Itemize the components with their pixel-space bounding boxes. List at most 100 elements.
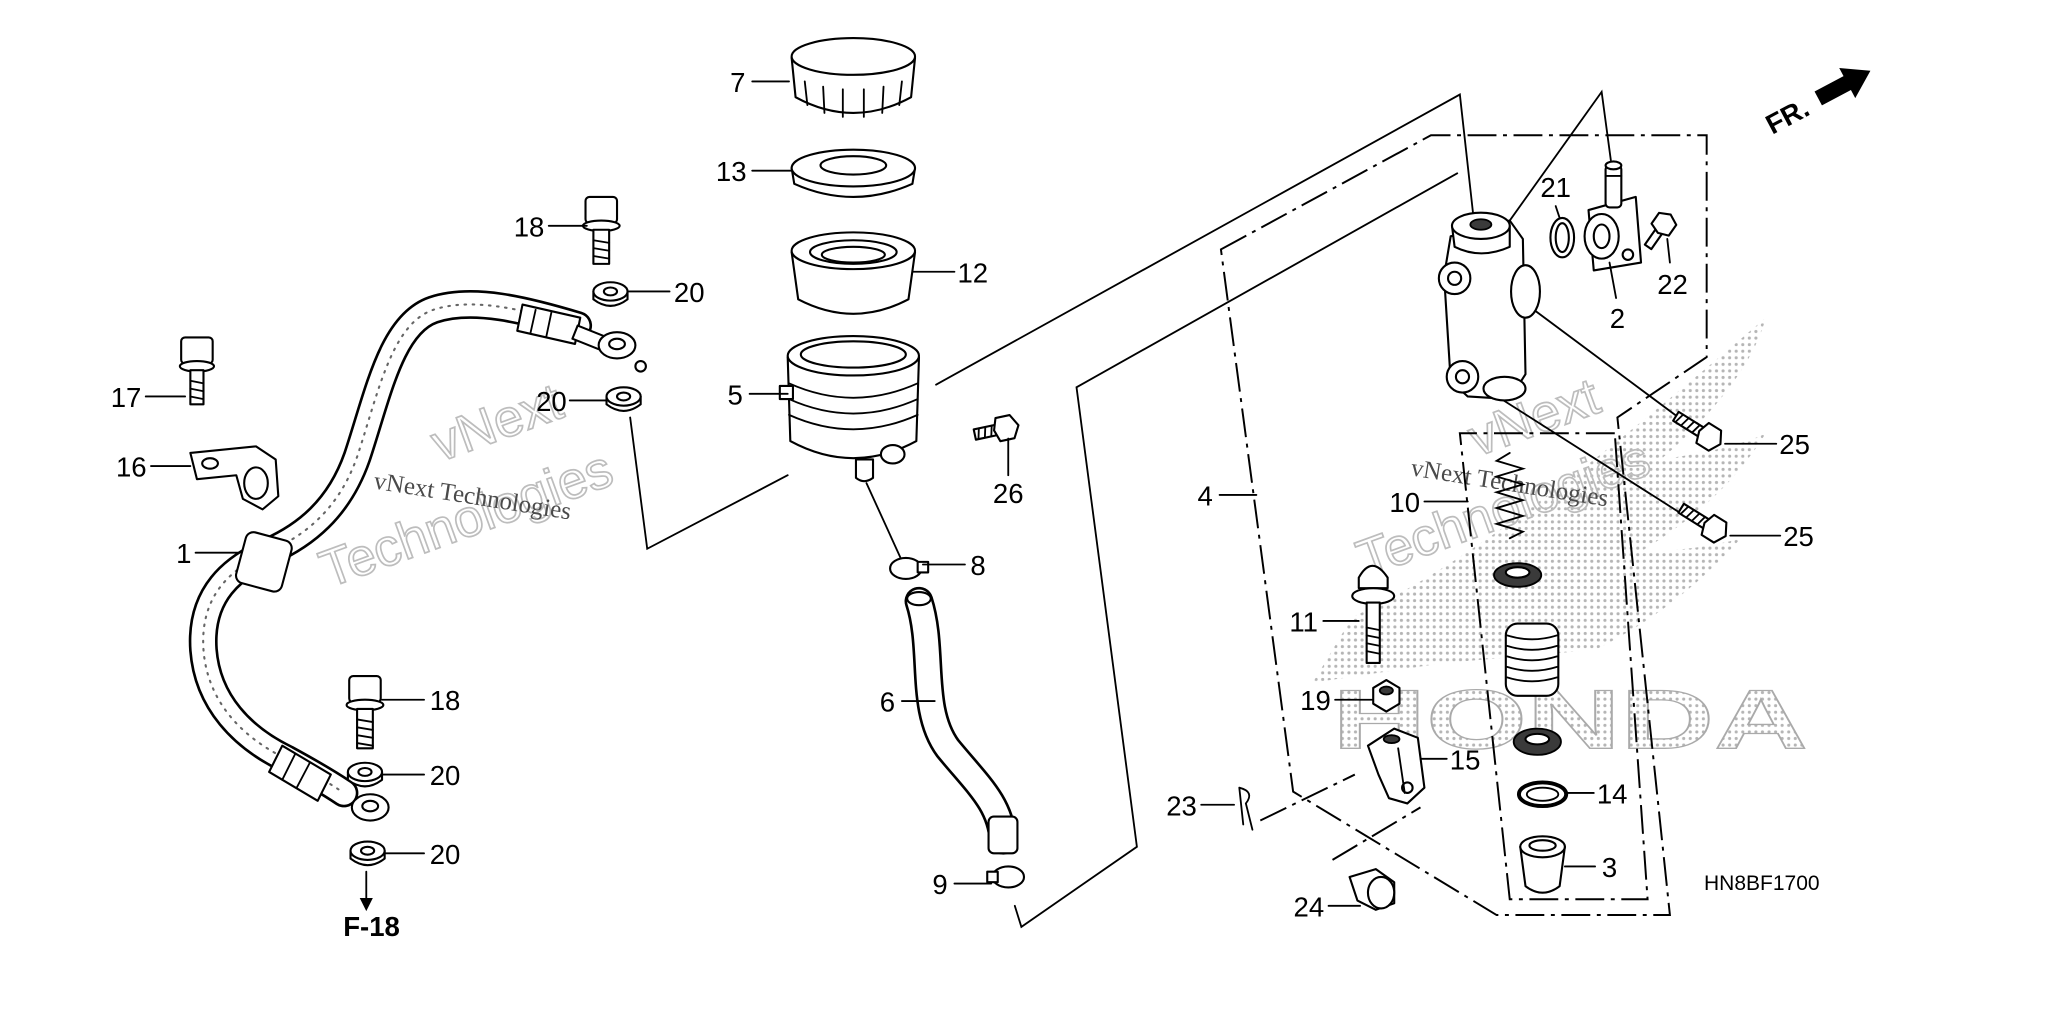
leader-line — [1666, 238, 1671, 264]
hose-fitting-lower — [268, 744, 332, 802]
spring-coil — [1493, 452, 1527, 540]
rod-shaft — [1365, 601, 1381, 665]
boot-body — [1519, 845, 1566, 894]
fitting-bolt-hole — [1621, 248, 1635, 261]
diagram-code: HN8BF1700 — [1704, 872, 1820, 895]
cotter-pin — [1238, 786, 1254, 831]
callout-9: 9 — [932, 869, 947, 900]
callout-14: 14 — [1597, 778, 1628, 809]
reservoir-cap — [790, 37, 917, 118]
clevis-pin — [1348, 868, 1396, 911]
cylinder-bore — [1482, 375, 1527, 402]
piston — [1504, 622, 1560, 697]
nut-hole — [1378, 685, 1394, 696]
master-cylinder — [1437, 211, 1541, 402]
clevis-group-line — [1332, 806, 1421, 861]
bolt-head — [584, 195, 619, 225]
clevis-group-line — [1259, 773, 1356, 822]
callout-18: 18 — [514, 211, 545, 242]
assembly-line — [935, 93, 1474, 386]
reservoir-mount-lug — [879, 443, 906, 465]
reservoir-bolt — [972, 414, 1020, 443]
dust-boot — [1519, 835, 1566, 894]
bolt-threads — [1674, 413, 1701, 434]
reference-arrow — [359, 870, 373, 912]
fitting-ridge — [281, 752, 297, 781]
bolt-threads — [1679, 505, 1706, 526]
front-label: FR. — [1760, 92, 1814, 140]
callout-12: 12 — [957, 257, 988, 288]
reservoir-hose — [904, 586, 1019, 855]
callout-18: 18 — [430, 685, 461, 716]
callout-22: 22 — [1657, 269, 1688, 300]
callout-1: 1 — [176, 538, 191, 569]
leader-line — [1554, 205, 1561, 219]
callout-20: 20 — [536, 386, 567, 417]
bolt-head — [348, 675, 382, 704]
o-ring — [1549, 216, 1576, 259]
cap-ridges — [803, 80, 903, 118]
reference-label: F-18 — [343, 911, 400, 942]
banjo-bolt-upper — [581, 195, 621, 265]
side-boss — [1510, 264, 1541, 319]
callout-16: 16 — [116, 452, 147, 483]
lock-nut — [1372, 678, 1401, 713]
clip-tab — [986, 870, 999, 884]
bolt-head — [1650, 211, 1678, 237]
front-direction: FR. — [1760, 67, 1871, 140]
banjo-bolt-lower — [345, 675, 385, 750]
bolt-head — [1695, 421, 1723, 452]
clamp-hole — [201, 457, 219, 470]
diaphragm-plate — [790, 148, 917, 198]
reservoir-ribs — [788, 382, 919, 431]
callout-20: 20 — [430, 760, 461, 791]
assembly-line — [1508, 89, 1612, 222]
bolt-shank — [189, 369, 205, 406]
diaphragm-cup — [820, 245, 886, 264]
piston-grooves — [1506, 634, 1558, 683]
bolt-head — [1700, 513, 1728, 544]
assembly-line — [865, 482, 902, 559]
callout-8: 8 — [970, 550, 985, 581]
cup-inner — [1524, 732, 1551, 746]
push-rod — [1351, 564, 1396, 665]
reservoir-body — [786, 356, 921, 460]
arrow-head-icon — [359, 897, 373, 912]
callout-13: 13 — [716, 156, 747, 187]
banjo-hole — [361, 799, 380, 813]
callout-20: 20 — [674, 277, 705, 308]
reservoir-diaphragm — [790, 231, 917, 315]
reservoir — [778, 335, 921, 483]
leader-line — [1608, 261, 1618, 299]
reservoir-outlet — [854, 458, 875, 483]
washer-hole — [602, 286, 619, 297]
circlip-outer — [1516, 780, 1569, 809]
fitting-ridge — [295, 761, 311, 789]
rod-threads — [1365, 626, 1381, 655]
hose-fitting — [987, 815, 1019, 855]
banjo-nipple — [634, 359, 647, 373]
callout-labels: 7 13 12 5 26 8 6 9 18 20 20 17 16 1 18 2… — [111, 67, 1820, 942]
cotter-pin-shape — [1238, 786, 1254, 831]
mount-hole — [1454, 369, 1471, 385]
cap-top — [790, 37, 917, 76]
secondary-cup — [1512, 727, 1562, 756]
fitting-bolt — [1643, 211, 1678, 251]
callout-25: 25 — [1779, 429, 1810, 460]
bolt-head — [180, 336, 214, 365]
sealing-washer — [349, 840, 386, 867]
o-ring-inner — [1554, 222, 1570, 254]
primary-cup — [1493, 562, 1543, 588]
callout-19: 19 — [1300, 685, 1331, 716]
nut-body — [1372, 678, 1401, 713]
washer-hole — [357, 766, 373, 777]
washer-hole — [359, 845, 376, 856]
clip-tab — [916, 560, 930, 574]
callout-3: 3 — [1602, 852, 1617, 883]
assembly-lines — [629, 89, 1708, 929]
brake-hose — [188, 290, 647, 822]
callout-7: 7 — [730, 67, 745, 98]
hose-clip-upper — [889, 556, 930, 581]
assembly-line — [1479, 385, 1688, 519]
